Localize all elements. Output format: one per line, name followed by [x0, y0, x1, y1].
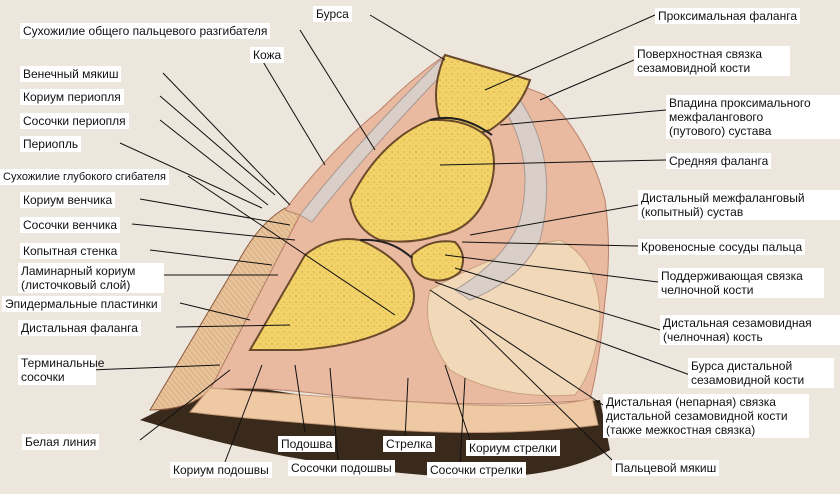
label-corium-periople: Кориум периопля: [20, 89, 124, 105]
label-suspensory-ligament: Поддерживающая связка челночной кости: [658, 268, 824, 298]
label-superficial-sesamoid-line2: сезамовидной кости: [637, 61, 751, 75]
label-terminal-papillae-line2: сосочки: [21, 370, 65, 384]
label-frog-papillae: Сосочки стрелки: [427, 462, 526, 478]
label-pip-recess-line2: межфалангового: [669, 110, 764, 124]
label-terminal-papillae-line1: Терминальные: [21, 356, 105, 370]
label-sole: Подошва: [278, 436, 336, 452]
label-terminal-papillae: Терминальные сосочки: [18, 355, 105, 385]
label-laminar-corium-line2: (листочковый слой): [21, 278, 131, 292]
label-papillae-periople: Сосочки периопля: [20, 113, 129, 129]
label-dip-joint: Дистальный межфаланговый (копытный) суст…: [638, 190, 840, 220]
label-dip-joint-line1: Дистальный межфаланговый: [641, 191, 805, 205]
label-deep-flexor: Сухожилие глубокого сгибателя: [0, 169, 169, 185]
label-proximal-phalanx: Проксимальная фаланга: [655, 8, 801, 24]
label-middle-phalanx: Средняя фаланга: [666, 153, 772, 169]
label-impar-line1: Дистальная (непарная) связка: [606, 395, 776, 409]
label-epidermal-laminae: Эпидермальные пластинки: [2, 296, 161, 312]
label-blood-vessels: Кровеносные сосуды пальца: [638, 239, 806, 255]
label-pip-recess-line3: (путового) сустава: [669, 124, 772, 138]
label-corium-coronary: Кориум венчика: [20, 192, 116, 208]
label-bursa-distal-line2: сезамовидной кости: [691, 373, 805, 387]
label-extensor-tendon: Сухожилие общего пальцевого разгибателя: [20, 23, 271, 39]
label-distal-phalanx: Дистальная фаланга: [18, 320, 141, 336]
leader-lines: [89, 14, 691, 466]
label-impar-ligament: Дистальная (непарная) связка дистальной …: [603, 394, 809, 438]
label-suspensory-line1: Поддерживающая связка: [661, 269, 803, 283]
navicular-bone-shape: [410, 240, 465, 282]
sole-band: [189, 387, 599, 433]
label-skin: Кожа: [250, 47, 285, 63]
label-hoof-wall: Копытная стенка: [20, 243, 121, 259]
label-white-line: Белая линия: [22, 434, 100, 450]
joint-line-1: [429, 116, 493, 136]
label-frog: Стрелка: [383, 436, 436, 452]
label-pip-recess-line1: Впадина проксимального: [669, 96, 811, 110]
label-superficial-sesamoid-ligament: Поверхностная связка сезамовидной кости: [634, 46, 790, 76]
label-papillae-coronary: Сосочки венчика: [20, 217, 121, 233]
distal-phalanx-shape: [248, 238, 415, 351]
label-sole-papillae: Сосочки подошвы: [288, 460, 395, 476]
label-frog-corium: Кориум стрелки: [466, 440, 560, 456]
label-sole-corium: Кориум подошвы: [170, 462, 272, 478]
label-bursa: Бурса: [313, 6, 352, 22]
label-suspensory-line2: челночной кости: [661, 283, 754, 297]
label-impar-line3: (также межкостная связка): [606, 423, 756, 437]
joint-line-2: [359, 238, 413, 259]
label-coronary-cushion: Венечный мякиш: [20, 66, 122, 82]
label-superficial-sesamoid-line1: Поверхностная связка: [637, 47, 763, 61]
label-dip-joint-line2: (копытный) сустав: [641, 205, 744, 219]
label-periople: Периопль: [20, 136, 82, 152]
middle-phalanx-shape: [348, 118, 495, 243]
label-laminar-corium-line1: Ламинарный кориум: [21, 264, 136, 278]
label-distal-sesamoid: Дистальная сезамовидная (челночная) кост…: [660, 315, 840, 345]
deep-flexor-tendon-shape: [454, 99, 548, 301]
label-impar-line2: дистальной сезамовидной кости: [606, 409, 788, 423]
label-digital-cushion: Пальцевой мякиш: [612, 460, 720, 476]
label-bursa-distal-line1: Бурса дистальной: [691, 359, 793, 373]
label-pip-recess: Впадина проксимального межфалангового (п…: [666, 95, 840, 139]
label-bursa-distal-sesamoid: Бурса дистальной сезамовидной кости: [688, 358, 834, 388]
label-distal-sesamoid-line2: (челночная) кость: [663, 330, 763, 344]
label-laminar-corium: Ламинарный кориум (листочковый слой): [18, 263, 164, 293]
label-distal-sesamoid-line1: Дистальная сезамовидная: [663, 316, 812, 330]
